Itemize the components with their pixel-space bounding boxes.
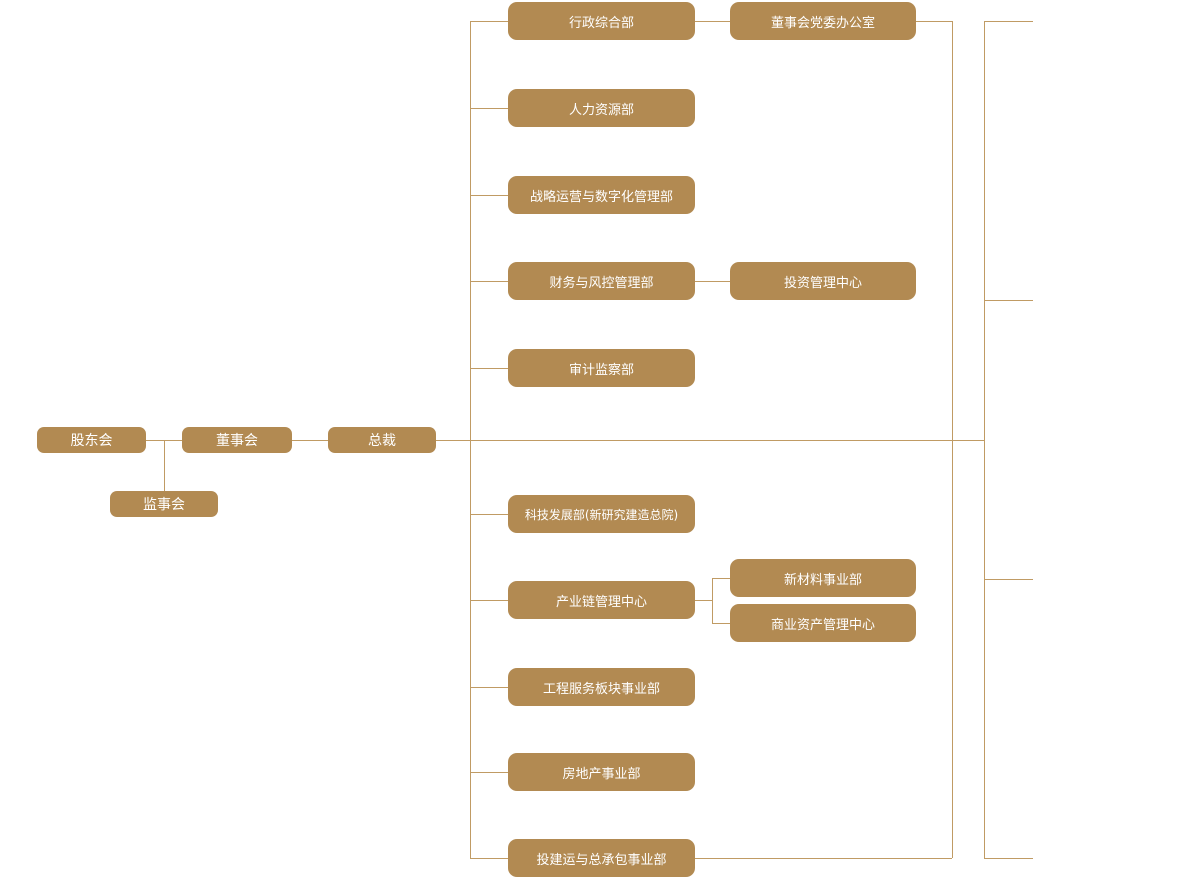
node-hr-dept: 人力资源部 <box>508 89 695 127</box>
node-label: 商业资产管理中心 <box>770 617 875 633</box>
connector-stub <box>712 578 730 579</box>
node-real-estate-division: 房地产事业部 <box>508 753 695 791</box>
node-label: 产业链管理中心 <box>555 594 647 610</box>
node-label: 董事会 <box>216 433 258 449</box>
node-label: 工程服务板块事业部 <box>542 681 660 697</box>
connector-clipped-stub <box>984 579 1033 580</box>
connector-clipped-stub <box>984 858 1033 859</box>
node-label: 投建运与总承包事业部 <box>536 852 667 868</box>
connector-stub <box>470 368 508 369</box>
node-president: 总裁 <box>328 427 436 453</box>
node-engineering-services-division: 工程服务板块事业部 <box>508 668 695 706</box>
node-board-of-directors: 董事会 <box>182 427 292 453</box>
connector-stub <box>470 514 508 515</box>
node-label: 董事会党委办公室 <box>770 15 875 31</box>
connector-right-rail-outer <box>984 21 985 858</box>
connector-chain-bracket-lead <box>694 600 712 601</box>
connector-stub <box>470 281 508 282</box>
connector-line-supervisory-drop <box>164 440 165 491</box>
node-label: 监事会 <box>143 497 185 513</box>
node-invest-build-epc-division: 投建运与总承包事业部 <box>508 839 695 877</box>
node-label: 新材料事业部 <box>783 572 862 588</box>
node-shareholders-meeting: 股东会 <box>37 427 146 453</box>
connector-clipped-stub <box>984 300 1033 301</box>
node-admin-general-dept: 行政综合部 <box>508 2 695 40</box>
node-finance-risk-dept: 财务与风控管理部 <box>508 262 695 300</box>
connector-chain-bracket <box>712 578 713 623</box>
connector-finance-to-investment <box>694 281 730 282</box>
connector-stub <box>470 858 508 859</box>
node-label: 战略运营与数字化管理部 <box>529 189 673 205</box>
node-label: 审计监察部 <box>568 362 634 378</box>
node-label: 行政综合部 <box>568 15 634 31</box>
node-supervisory-board: 监事会 <box>110 491 218 517</box>
connector-party-office-to-rail <box>916 21 952 22</box>
node-label: 科技发展部(新研究建造总院) <box>524 507 679 522</box>
node-commercial-assets-center: 商业资产管理中心 <box>730 604 916 642</box>
node-label: 总裁 <box>368 433 396 449</box>
connector-stub <box>470 195 508 196</box>
connector-stub <box>470 21 508 22</box>
node-audit-supervision-dept: 审计监察部 <box>508 349 695 387</box>
node-board-party-office: 董事会党委办公室 <box>730 2 916 40</box>
node-new-materials-division: 新材料事业部 <box>730 559 916 597</box>
connector-admin-to-party-office <box>694 21 730 22</box>
connector-bottom-to-rail <box>694 858 952 859</box>
node-tech-development-dept: 科技发展部(新研究建造总院) <box>508 495 695 533</box>
node-label: 财务与风控管理部 <box>549 275 654 291</box>
node-label: 人力资源部 <box>568 102 634 118</box>
connector-clipped-stub <box>984 21 1033 22</box>
node-investment-management-center: 投资管理中心 <box>730 262 916 300</box>
connector-stub <box>470 687 508 688</box>
node-industry-chain-center: 产业链管理中心 <box>508 581 695 619</box>
node-label: 投资管理中心 <box>783 275 862 291</box>
node-label: 房地产事业部 <box>562 766 641 782</box>
connector-line <box>292 440 328 441</box>
connector-stub <box>712 623 730 624</box>
node-strategy-digital-dept: 战略运营与数字化管理部 <box>508 176 695 214</box>
connector-right-rail-inner <box>952 21 953 858</box>
connector-dept-spine <box>470 21 471 858</box>
connector-line-main <box>436 440 984 441</box>
node-label: 股东会 <box>70 433 113 449</box>
connector-stub <box>470 772 508 773</box>
connector-stub <box>470 108 508 109</box>
connector-stub <box>470 600 508 601</box>
